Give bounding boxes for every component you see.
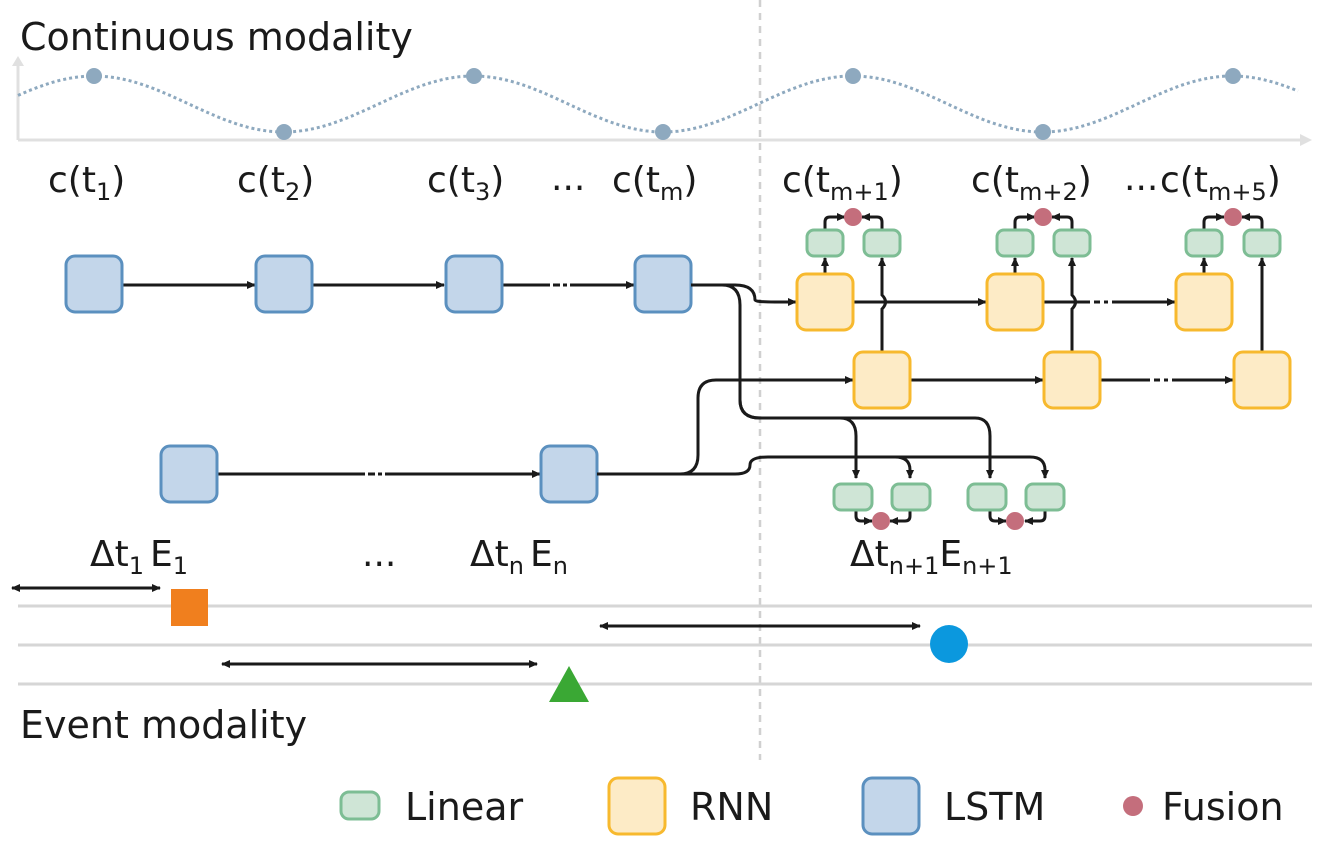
label-c-tm: c(tm) — [612, 160, 697, 206]
legend: Linear RNN LSTM Fusion — [339, 776, 1284, 836]
event-modality-title: Event modality — [20, 703, 307, 747]
linear-layer — [1242, 228, 1282, 258]
legend-rnn-label: RNN — [690, 785, 773, 829]
output-head — [805, 208, 902, 258]
sample-point — [86, 68, 102, 84]
sample-point — [845, 68, 861, 84]
sample-point — [466, 68, 482, 84]
rnn-cell — [1042, 350, 1102, 410]
fusion-node — [1006, 512, 1024, 530]
legend-lstm-label: LSTM — [944, 785, 1045, 829]
fusion-connections — [597, 283, 1049, 479]
continuous-output-heads — [805, 208, 1282, 258]
event-square-marker — [171, 589, 208, 626]
fusion-node — [844, 208, 862, 226]
label-c-t2: c(t2) — [237, 160, 314, 206]
lstm-cell — [539, 444, 599, 504]
label-c-tm5: c(tm+5) — [1160, 160, 1281, 206]
label-event-ellipsis: ... — [362, 534, 396, 575]
rnn-cell — [1232, 350, 1292, 410]
continuous-axis — [12, 56, 1312, 146]
continuous-signal-wave — [17, 74, 1299, 134]
rnn-cell — [852, 350, 912, 410]
label-c-tm1: c(tm+1) — [782, 160, 903, 206]
legend-linear-swatch — [339, 790, 381, 821]
legend-fusion-label: Fusion — [1162, 785, 1284, 829]
label-ellipsis-2: ... — [1124, 158, 1158, 199]
legend-fusion-dot — [1123, 796, 1143, 816]
linear-layer — [966, 482, 1008, 512]
event-lstm-chain — [159, 444, 599, 504]
event-triangle-marker — [549, 666, 589, 702]
rnn-cell — [795, 272, 855, 332]
rnn-cell — [985, 272, 1045, 332]
sample-point — [1035, 124, 1051, 140]
linear-layer — [1184, 228, 1224, 258]
label-ellipsis-1: ... — [551, 158, 585, 199]
linear-layer — [995, 228, 1035, 258]
fusion-node — [1224, 208, 1242, 226]
rnn-cells — [795, 257, 1292, 410]
label-c-tm2: c(tm+2) — [971, 160, 1092, 206]
output-head — [832, 482, 932, 530]
linear-layer — [890, 482, 932, 512]
label-c-t1: c(t1) — [48, 160, 125, 206]
continuous-modality-title: Continuous modality — [20, 15, 413, 59]
output-head — [1184, 208, 1282, 258]
sample-point — [276, 124, 292, 140]
lstm-cell — [633, 254, 693, 314]
rnn-cell — [1174, 272, 1234, 332]
signal-sample-points — [86, 68, 1241, 140]
legend-rnn-swatch — [607, 776, 667, 836]
linear-layer — [805, 228, 845, 258]
lstm-cell — [444, 254, 504, 314]
output-head — [966, 482, 1066, 530]
linear-layer — [862, 228, 902, 258]
event-timeline — [11, 584, 1312, 702]
output-head — [995, 208, 1092, 258]
lstm-cell — [254, 254, 314, 314]
lstm-cell — [159, 444, 219, 504]
lstm-cell — [64, 254, 124, 314]
sample-point — [655, 124, 671, 140]
continuous-lstm-chain — [64, 254, 693, 314]
legend-lstm-swatch — [861, 776, 921, 836]
continuous-time-labels: c(t1) c(t2) c(t3) ... c(tm) c(tm+1) c(tm… — [48, 158, 1281, 206]
linear-layer — [1024, 482, 1066, 512]
linear-layer — [1052, 228, 1092, 258]
sample-point — [1225, 68, 1241, 84]
event-circle-marker — [930, 625, 968, 663]
label-delta-tn1-en1: Δtn+1En+1 — [850, 534, 1013, 580]
event-output-heads — [832, 482, 1066, 530]
legend-linear-label: Linear — [405, 785, 523, 829]
fusion-node — [872, 512, 890, 530]
fusion-node — [1034, 208, 1052, 226]
linear-layer — [832, 482, 874, 512]
label-c-t3: c(t3) — [427, 160, 504, 206]
